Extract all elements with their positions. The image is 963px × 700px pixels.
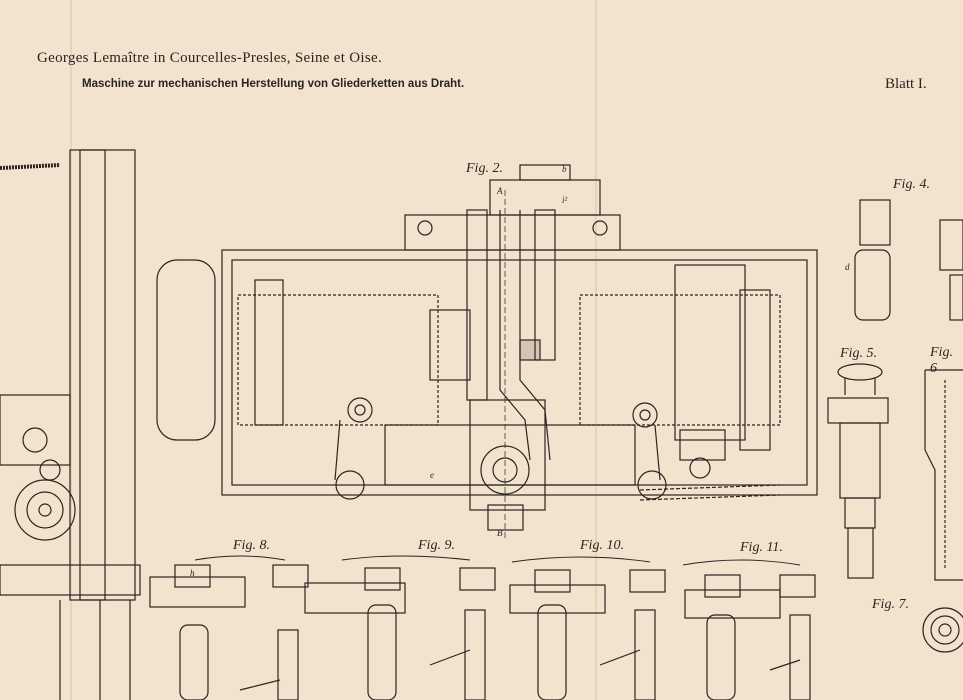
fig8-label: Fig. 8.	[233, 538, 270, 553]
label-b-small: b	[562, 164, 567, 174]
fig9-label: Fig. 9.	[418, 538, 455, 553]
fig7-label: Fig. 7.	[872, 597, 909, 612]
label-d: d	[845, 262, 850, 272]
fig7-drawing	[922, 607, 963, 653]
figs-8-11-drawings	[149, 555, 816, 700]
fig2-label: Fig. 2.	[466, 161, 503, 176]
fig10-label: Fig. 10.	[580, 538, 624, 553]
fig5-label: Fig. 5.	[840, 346, 877, 361]
left-partial-figure	[0, 149, 141, 700]
fig5-drawing	[827, 363, 889, 579]
sheet-number: Blatt I.	[885, 76, 927, 92]
patent-title: Maschine zur mechanischen Herstellung vo…	[82, 78, 465, 90]
patent-author-line: Georges Lemaître in Courcelles-Presles, …	[37, 50, 382, 66]
fig6-drawing	[924, 369, 963, 581]
label-e: e	[430, 470, 434, 480]
fig4-drawing	[854, 199, 963, 321]
label-h: h	[190, 568, 195, 578]
page-fold-center	[595, 0, 597, 700]
fig11-label: Fig. 11.	[740, 540, 783, 555]
fig4-label: Fig. 4.	[893, 177, 930, 192]
fig2-drawing	[156, 164, 818, 540]
label-i2: i²	[562, 195, 568, 205]
fig6-label: Fig. 6	[930, 345, 953, 376]
label-a: A	[497, 186, 503, 196]
page-fold-left	[70, 0, 72, 700]
label-b: B	[497, 528, 503, 538]
